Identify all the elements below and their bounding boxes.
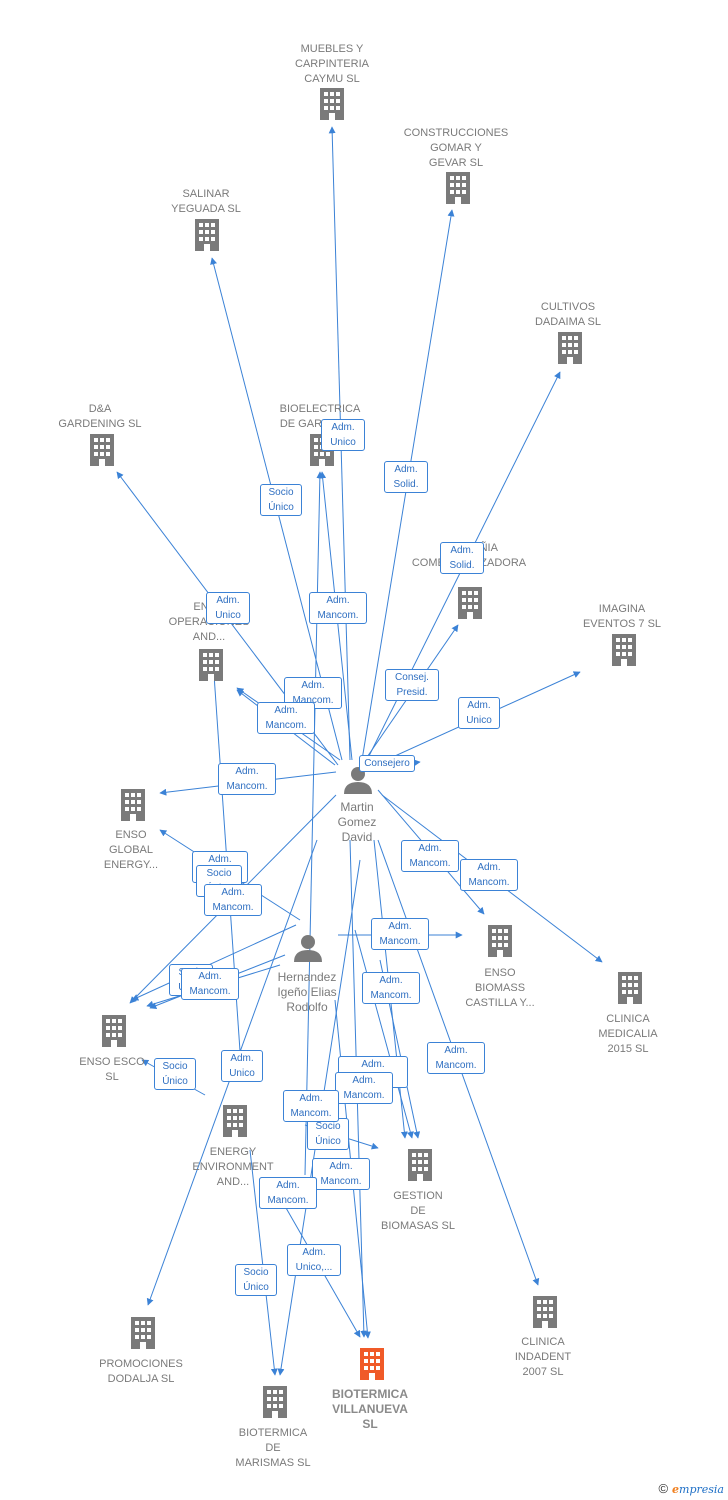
company-label[interactable]: BIOTERMICA VILLANUEVA SL xyxy=(332,1387,408,1431)
edge-role-label: Adm. Mancom. xyxy=(218,763,276,795)
company-building-icon[interactable] xyxy=(533,1296,557,1328)
company-building-icon[interactable] xyxy=(195,219,219,251)
relation-edge xyxy=(354,929,414,1139)
company-building-icon[interactable] xyxy=(131,1317,155,1349)
edge-role-label: Adm. Mancom. xyxy=(460,859,518,891)
edge-role-label: Adm. Mancom. xyxy=(362,972,420,1004)
company-label[interactable]: CLINICA MEDICALIA 2015 SL xyxy=(598,1013,658,1055)
person-icon[interactable] xyxy=(294,935,322,962)
edge-role-label: Adm. Mancom. xyxy=(257,702,315,734)
company-label[interactable]: CONSTRUCCIONES GOMAR Y GEVAR SL xyxy=(403,127,509,169)
company-label[interactable]: CLINICA INDADENT 2007 SL xyxy=(514,1336,572,1378)
company-building-icon[interactable] xyxy=(408,1149,432,1181)
company-label[interactable]: SALINAR YEGUADA SL xyxy=(171,188,241,215)
company-label[interactable]: ENSO BIOMASS CASTILLA Y... xyxy=(465,967,535,1009)
company-building-icon[interactable] xyxy=(121,789,145,821)
brand-footer: ©empresia xyxy=(658,1481,724,1496)
company-label[interactable]: BIOTERMICA DE MARISMAS SL xyxy=(235,1427,311,1469)
company-label[interactable]: IMAGINA EVENTOS 7 SL xyxy=(582,603,662,630)
edge-role-label: Adm. Mancom. xyxy=(371,918,429,950)
edge-role-label: Adm. Mancom. xyxy=(335,1072,393,1104)
edge-role-label: Socio Único xyxy=(154,1058,196,1090)
company-building-icon[interactable] xyxy=(558,332,582,364)
edge-role-label: Adm. Unico xyxy=(458,697,500,729)
company-label[interactable]: PROMOCIONES DODALJA SL xyxy=(99,1358,183,1385)
company-building-icon[interactable] xyxy=(223,1105,247,1137)
edge-role-label: Consej. Presid. xyxy=(385,669,439,701)
company-building-icon[interactable] xyxy=(263,1386,287,1418)
company-building-icon[interactable] xyxy=(90,434,114,466)
company-building-icon[interactable] xyxy=(102,1015,126,1047)
company-building-icon[interactable] xyxy=(488,925,512,957)
edge-role-label: Adm. Mancom. xyxy=(259,1177,317,1209)
brand-logo-text: mpresia xyxy=(679,1483,724,1496)
edge-role-label: Socio Único xyxy=(235,1264,277,1296)
company-label[interactable]: GESTION DE BIOMASAS SL xyxy=(381,1190,455,1232)
edge-role-label: Socio Único xyxy=(307,1118,349,1150)
focus-company-building-icon[interactable] xyxy=(360,1348,384,1380)
company-building-icon[interactable] xyxy=(458,587,482,619)
company-label[interactable]: ENSO ESCO SL xyxy=(79,1056,145,1083)
edge-role-label: Socio Único xyxy=(260,484,302,516)
company-label[interactable]: CULTIVOS DADAIMA SL xyxy=(534,301,602,328)
edge-role-label: Adm. Mancom. xyxy=(401,840,459,872)
edge-role-label: Adm. Solid. xyxy=(384,461,428,493)
company-building-icon[interactable] xyxy=(199,649,223,681)
relation-edge xyxy=(304,471,324,1176)
company-building-icon[interactable] xyxy=(618,972,642,1004)
edge-role-label: Adm. Mancom. xyxy=(312,1158,370,1190)
company-label[interactable]: BIOELECTRICA DE GARRAY SL xyxy=(279,403,361,430)
edge-role-label: Adm. Mancom. xyxy=(204,884,262,916)
edge-role-label: Adm. Mancom. xyxy=(283,1090,339,1122)
brand-logo-e: e xyxy=(672,1483,680,1496)
company-building-icon[interactable] xyxy=(320,88,344,120)
person-label[interactable]: Martin Gomez David xyxy=(337,800,377,844)
edge-role-label: Adm. Solid. xyxy=(440,542,484,574)
company-label[interactable]: ENSO GLOBAL ENERGY... xyxy=(103,829,159,871)
relation-edge xyxy=(131,924,297,1001)
edge-role-label: Adm. Unico,... xyxy=(287,1244,341,1276)
edge-role-label: Adm. Unico xyxy=(221,1050,263,1082)
edge-role-label: Adm. Unico xyxy=(206,592,250,624)
edge-role-label: Consejero xyxy=(359,754,415,772)
relation-edge xyxy=(249,1149,278,1376)
company-label[interactable]: D&A GARDENING SL xyxy=(58,403,142,430)
edge-role-label: Adm. Mancom. xyxy=(309,592,367,624)
company-building-icon[interactable] xyxy=(612,634,636,666)
company-building-icon[interactable] xyxy=(446,172,470,204)
company-label[interactable]: ENERGY ENVIRONMENT AND... xyxy=(192,1146,274,1188)
copyright-symbol: © xyxy=(658,1481,669,1496)
company-label[interactable]: MUEBLES Y CARPINTERIA CAYMU SL xyxy=(295,43,369,85)
edge-role-label: Adm. Mancom. xyxy=(181,968,239,1000)
edge-role-label: Adm. Mancom. xyxy=(427,1042,485,1074)
edge-role-label: Adm. Unico xyxy=(321,419,365,451)
person-label[interactable]: Hernandez Igeño Elias Rodolfo xyxy=(277,970,337,1014)
